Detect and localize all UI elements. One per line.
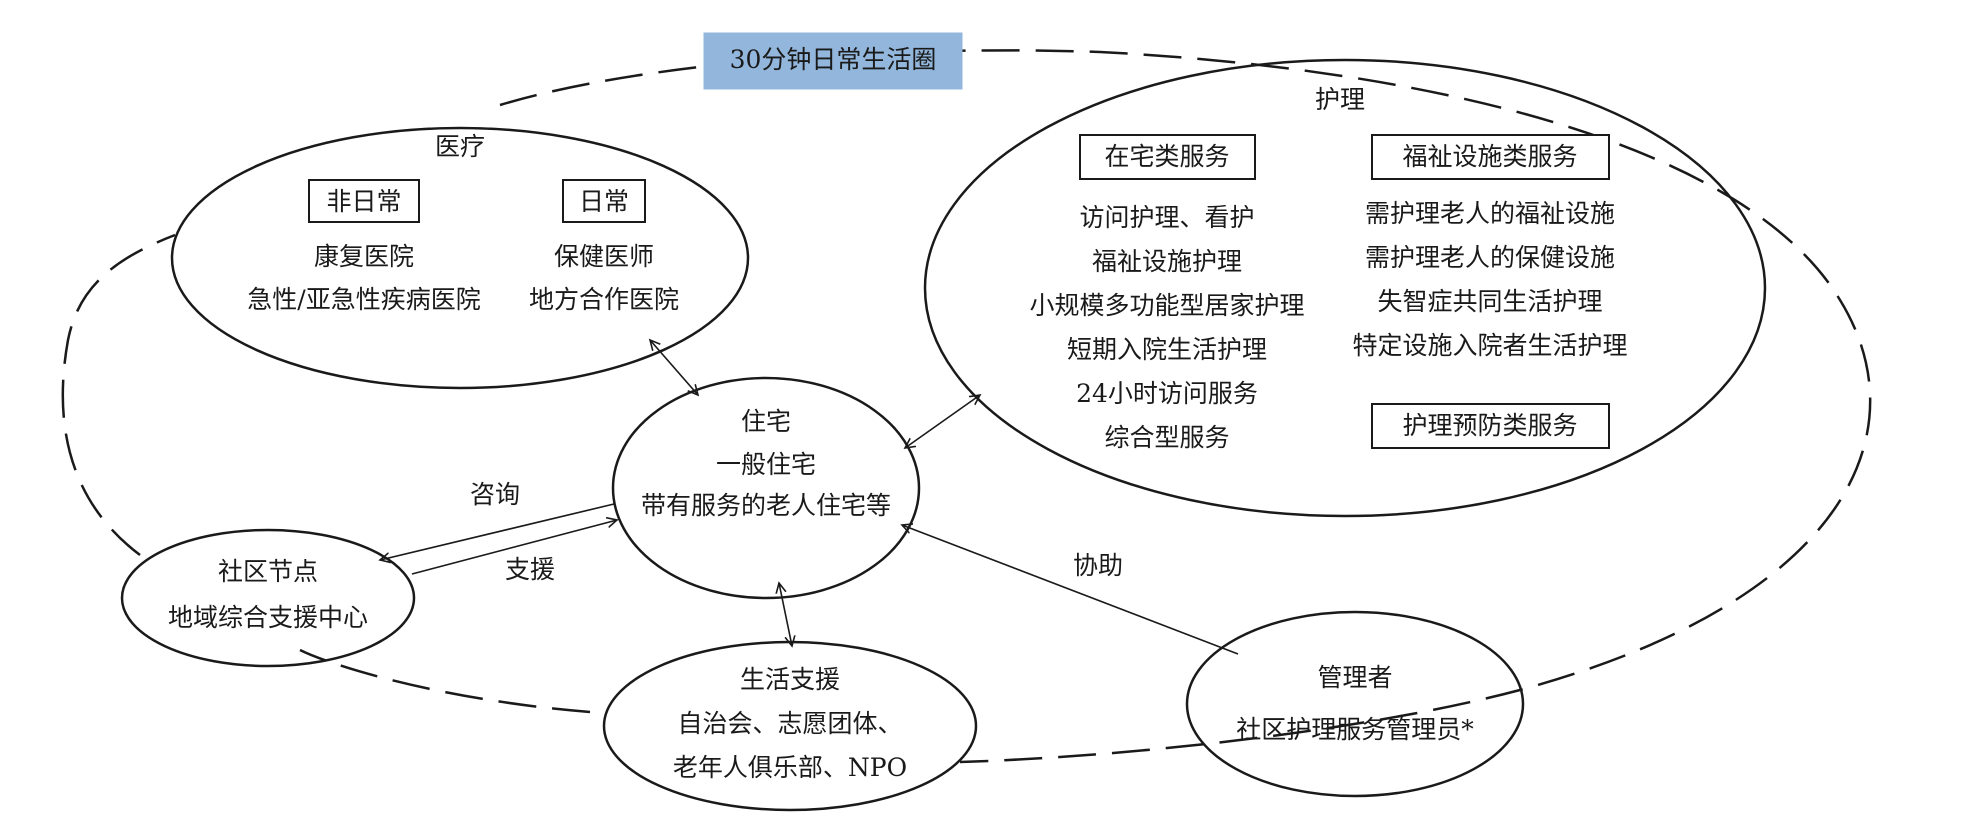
medical-ellipse (170, 126, 750, 390)
facility-services-box (1371, 134, 1610, 180)
title-box-background (703, 32, 963, 90)
arrow-housing-care (905, 395, 980, 448)
community-node: 社区节点 地域综合支援中心 (120, 528, 416, 668)
diagram-title: 30分钟日常生活圈 (730, 45, 937, 74)
prevention-services-box (1371, 403, 1610, 449)
housing-node: 住宅 一般住宅 带有服务的老人住宅等 (611, 376, 921, 600)
home-services-label: 在宅类服务 (1104, 142, 1229, 171)
arrow-housing-life-support (779, 583, 792, 646)
daily-life-circle-boundary (61, 49, 1872, 764)
arrow-medical-housing (650, 340, 698, 395)
title-box: 30分钟日常生活圈 (703, 32, 963, 90)
housing-line: 一般住宅 (716, 450, 816, 479)
facility-service-item: 需护理老人的保健设施 (1365, 243, 1615, 272)
housing-ellipse (611, 376, 921, 600)
life-support-line: 自治会、志愿团体、 (677, 709, 902, 738)
facility-service-item: 失智症共同生活护理 (1377, 287, 1602, 316)
facility-services-label: 福祉设施类服务 (1402, 142, 1577, 171)
care-title: 护理 (1315, 85, 1365, 114)
care-ellipse (923, 58, 1767, 518)
assist-label: 协助 (1073, 551, 1123, 580)
community-title: 社区节点 (218, 557, 318, 586)
arrow-assist (902, 525, 1239, 655)
home-service-item: 综合型服务 (1104, 423, 1229, 452)
consult-label: 咨询 (470, 480, 520, 509)
support-label: 支援 (505, 555, 555, 584)
home-service-item: 福祉设施护理 (1092, 247, 1242, 276)
non-daily-item: 康复医院 (314, 242, 414, 271)
manager-node: 管理者 社区护理服务管理员* (1185, 610, 1525, 798)
life-support-title: 生活支援 (740, 665, 840, 694)
life-support-line: 老年人俱乐部、NPO (673, 753, 907, 782)
non-daily-item: 急性/亚急性疾病医院 (247, 285, 480, 314)
life-support-node: 生活支援 自治会、志愿团体、 老年人俱乐部、NPO (602, 640, 978, 812)
daily-label: 日常 (579, 187, 629, 216)
home-service-item: 24小时访问服务 (1076, 379, 1258, 408)
arrow-consult (380, 503, 615, 560)
daily-item: 保健医师 (554, 242, 654, 271)
housing-title: 住宅 (741, 407, 791, 436)
manager-line: 社区护理服务管理员* (1236, 715, 1474, 744)
manager-title: 管理者 (1317, 663, 1392, 692)
housing-line: 带有服务的老人住宅等 (641, 491, 891, 520)
manager-ellipse (1185, 610, 1525, 798)
care-node: 护理 在宅类服务 福祉设施类服务 访问护理、看护 福祉设施护理 小规模多功能型居… (923, 58, 1767, 518)
prevention-services-label: 护理预防类服务 (1402, 411, 1577, 440)
daily-box (562, 179, 646, 223)
facility-service-item: 特定设施入院者生活护理 (1352, 331, 1627, 360)
community-line: 地域综合支援中心 (168, 603, 368, 632)
facility-service-item: 需护理老人的福祉设施 (1365, 199, 1615, 228)
home-service-item: 访问护理、看护 (1079, 203, 1254, 232)
community-ellipse (120, 528, 416, 668)
home-service-item: 短期入院生活护理 (1067, 335, 1267, 364)
home-services-box (1079, 134, 1256, 180)
arrow-support (411, 520, 617, 575)
non-daily-box (308, 179, 420, 223)
medical-title: 医疗 (435, 132, 485, 161)
non-daily-label: 非日常 (326, 187, 401, 216)
home-service-item: 小规模多功能型居家护理 (1029, 291, 1304, 320)
daily-item: 地方合作医院 (529, 285, 679, 314)
medical-node: 医疗 非日常 日常 康复医院 急性/亚急性疾病医院 保健医师 地方合作医院 (170, 126, 750, 390)
